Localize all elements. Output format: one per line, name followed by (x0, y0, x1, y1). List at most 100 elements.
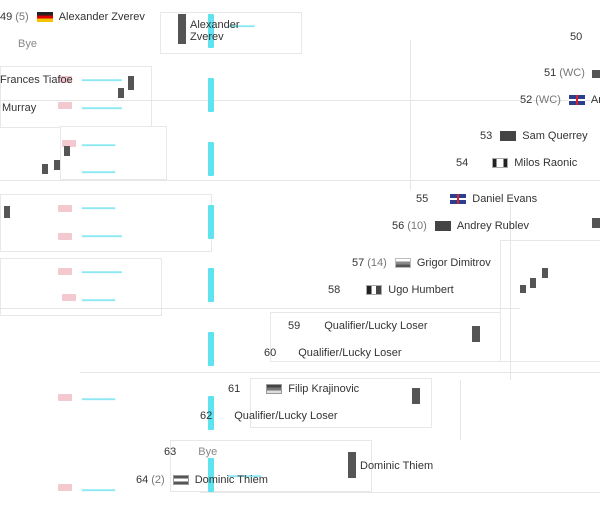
row-divider (0, 180, 600, 181)
bracket-connector (510, 200, 511, 380)
ghost-label: ━━━━━━ (82, 103, 122, 115)
draw-number: 63 (164, 446, 177, 458)
united-kingdom-flag-icon (568, 95, 585, 105)
player-name: Filip Krajinovic (288, 383, 360, 395)
seed-label: (14) (367, 257, 387, 269)
bracket-highlight-bar (208, 142, 214, 176)
bracket-entry-61[interactable]: 61 Filip Krajinovic (228, 381, 359, 397)
ghost-label: ━━━━━━ (82, 231, 122, 243)
bracket-entry-53[interactable]: 53 Sam Querrey (480, 128, 588, 144)
bracket-entry-56[interactable]: 56 (10) Andrey Rublev (392, 218, 529, 234)
bracket-marker (42, 164, 48, 174)
bracket-entry-62[interactable]: 62 Qualifier/Lucky Loser (200, 408, 338, 424)
bracket-highlight-bar (208, 268, 214, 302)
row-divider (80, 372, 600, 373)
player-name: Daniel Evans (472, 193, 538, 205)
bracket-marker (472, 326, 480, 342)
canada-flag-icon (492, 158, 509, 168)
bulgaria-flag-icon (394, 258, 411, 268)
bracket-entry-58[interactable]: 58 Ugo Humbert (328, 282, 454, 298)
ghost-flag (58, 205, 72, 212)
bracket-entry-54[interactable]: 54 Milos Raonic (456, 155, 577, 171)
france-flag-icon (366, 285, 383, 295)
row-divider (0, 100, 600, 101)
bracket-highlight-bar (208, 205, 214, 239)
draw-number: 61 (228, 383, 241, 395)
ghost-label: ━━━━ (228, 21, 255, 33)
bracket-entry-51[interactable]: 51 (WC) (544, 65, 585, 81)
bracket-marker (118, 88, 124, 98)
ghost-flag (58, 102, 72, 109)
ghost-label: ━━━━━━ (82, 75, 122, 87)
bracket-marker (348, 452, 356, 478)
player-name: Ang (590, 94, 600, 106)
ghost-flag (58, 76, 72, 83)
bracket-highlight-bar (208, 396, 214, 430)
seed-label: (2) (151, 474, 165, 486)
ghost-label: ━━━━━━ (82, 267, 122, 279)
ghost-match-box (170, 440, 372, 492)
ghost-match-box (500, 240, 600, 362)
ghost-match-box (270, 312, 502, 362)
bracket-highlight-bar (208, 78, 214, 112)
bracket-marker (4, 206, 10, 218)
ghost-flag (62, 294, 76, 301)
bracket-highlight-bar (208, 332, 214, 366)
player-name: Bye (198, 446, 218, 458)
ghost-match-box (60, 126, 167, 180)
bracket-entry-52[interactable]: 52 (WC) Ang (520, 92, 600, 108)
player-name: Ugo Humbert (388, 284, 454, 296)
bracket-highlight-bar (208, 458, 214, 492)
germany-flag-icon (36, 12, 53, 22)
seed-label: (10) (407, 220, 427, 232)
bracket-marker (592, 218, 600, 228)
row-divider (200, 492, 600, 493)
bracket-marker (412, 388, 420, 404)
bracket-entry-49[interactable]: 49 (5) Alexander Zverev (0, 9, 145, 25)
draw-number: 57 (352, 257, 365, 269)
player-name: Grigor Dimitrov (416, 257, 491, 269)
player-name: Andrey Rublev (456, 220, 529, 232)
draw-number: 54 (456, 157, 469, 169)
bracket-entry-64[interactable]: 64 (2) Dominic Thiem (136, 472, 268, 488)
ghost-match-box (0, 66, 152, 128)
player-name-tiafoe[interactable]: Frances Tiafoe (0, 74, 73, 86)
bracket-entry-63[interactable]: 63 Bye (164, 444, 217, 460)
row-divider (0, 308, 520, 309)
bracket-marker (64, 146, 70, 156)
player-name-murray[interactable]: Murray (2, 102, 37, 114)
ghost-label: ━━━━━ (82, 295, 116, 307)
austria-flag-icon (172, 475, 189, 485)
bracket-marker (54, 160, 60, 170)
bracket-marker (542, 268, 548, 278)
ghost-label: ━━━━━ (82, 485, 116, 497)
advancing-player-name[interactable]: Dominic Thiem (360, 460, 434, 472)
bracket-marker (178, 14, 186, 44)
bye-label: Bye (18, 38, 37, 50)
ghost-flag (58, 484, 72, 491)
draw-number: 62 (200, 410, 213, 422)
bracket-entry-60[interactable]: 60 Qualifier/Lucky Loser (264, 345, 402, 361)
ghost-label: ━━━━━ (82, 203, 116, 215)
bracket-entry-59[interactable]: 59 Qualifier/Lucky Loser (288, 318, 428, 334)
bracket-entry-57[interactable]: 57 (14) Grigor Dimitrov (352, 255, 491, 271)
russia-flag-icon (434, 221, 451, 231)
seed-label: (WC) (559, 67, 585, 79)
player-name: Dominic Thiem (194, 474, 268, 486)
draw-number: 59 (288, 320, 301, 332)
ghost-label: ━━━━━ (82, 140, 116, 152)
seed-label: (5) (15, 11, 29, 23)
usa-flag-icon (500, 131, 517, 141)
ghost-flag (58, 233, 72, 240)
player-name: Qualifier/Lucky Loser (234, 410, 338, 422)
draw-number: 64 (136, 474, 149, 486)
bracket-entry-50[interactable]: 50 (570, 29, 582, 45)
serbia-flag-icon (266, 384, 283, 394)
draw-number: 58 (328, 284, 341, 296)
bracket-entry-55[interactable]: 55 Daniel Evans (416, 191, 537, 207)
draw-number: 52 (520, 94, 533, 106)
bracket-highlight-bar (208, 14, 214, 48)
player-name: Qualifier/Lucky Loser (324, 320, 428, 332)
player-name: Sam Querrey (522, 130, 588, 142)
ghost-flag (58, 268, 72, 275)
